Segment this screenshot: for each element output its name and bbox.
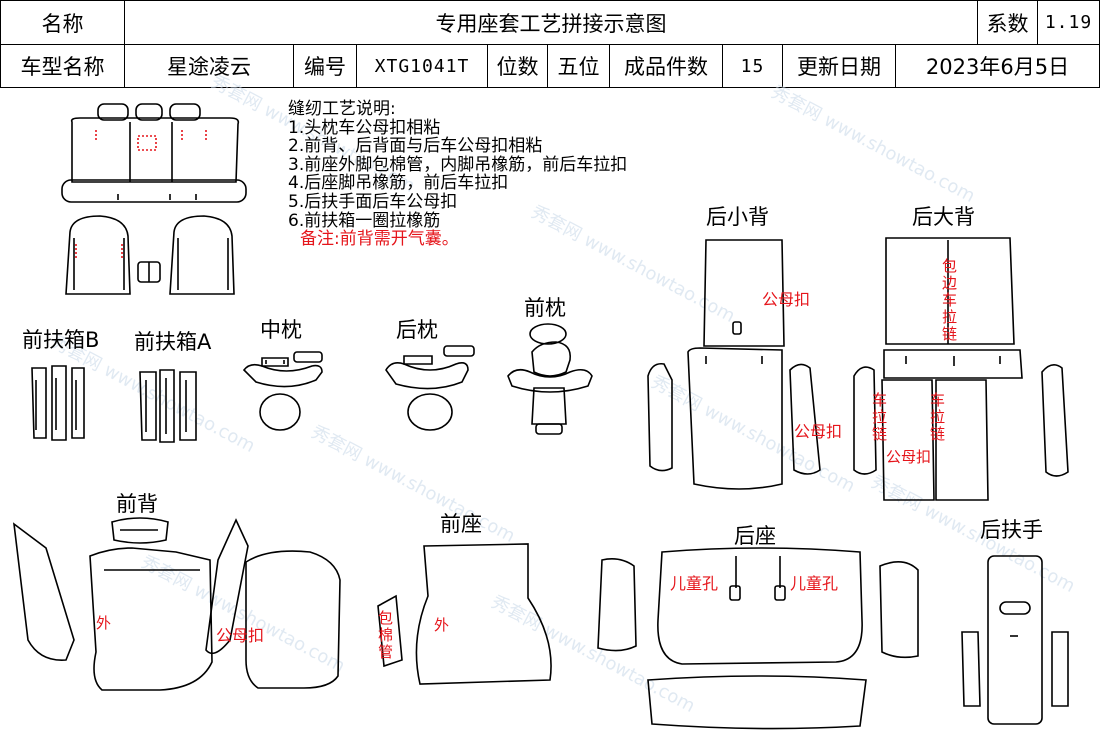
label-rear-seat: 后座 — [734, 524, 776, 548]
mid-pillow-pieces — [242, 351, 323, 431]
label-rear-pillow: 后枕 — [396, 318, 438, 342]
label-front-pillow: 前枕 — [524, 296, 566, 320]
annotation-edge-zipper: 包边车拉链 — [942, 257, 958, 343]
rear-bench-overview — [61, 103, 247, 203]
update-value: 2023年6月5日 — [895, 44, 1100, 88]
front-back-pieces — [12, 517, 341, 691]
label-front-back: 前背 — [116, 492, 158, 516]
model-value: 星途凌云 — [124, 44, 294, 88]
spec-table: 名称 专用座套工艺拼接示意图 系数 1.19 车型名称 星途凌云 编号 XTG1… — [0, 0, 1100, 88]
label-rear-armrest: 后扶手 — [980, 518, 1043, 542]
note-item: 6.前扶箱一圈拉橡筋 — [288, 210, 441, 231]
annotation-child-hole: 儿童孔 — [670, 574, 719, 593]
annotation-zipper: 车拉链 — [930, 391, 946, 443]
note-item: 5.后扶手面后车公母扣 — [288, 191, 458, 212]
rear-seat-pieces — [597, 547, 919, 730]
annotation-snap: 公母扣 — [886, 448, 932, 466]
label-mid-pillow: 中枕 — [260, 318, 302, 342]
note-item: 2.前背、后背面与后车公母扣相粘 — [288, 136, 543, 157]
front-seat-pieces — [377, 543, 552, 685]
notes-heading: 缝纫工艺说明: — [288, 99, 396, 119]
rear-armrest-pieces — [961, 555, 1069, 725]
update-label: 更新日期 — [782, 44, 896, 88]
coef-label: 系数 — [977, 0, 1038, 45]
front-box-a-pieces — [139, 369, 197, 443]
front-pillow-pieces — [507, 323, 593, 435]
label-front-box-b: 前扶箱B — [22, 328, 100, 352]
annotation-snap: 公母扣 — [762, 290, 811, 309]
notes-remark: 备注:前背需开气囊。 — [300, 229, 459, 250]
seats-value: 五位 — [547, 44, 610, 88]
label-rear-small-back: 后小背 — [706, 205, 769, 229]
front-seats-overview — [65, 215, 235, 295]
annotation-child-hole: 儿童孔 — [790, 574, 839, 593]
label-front-box-a: 前扶箱A — [134, 330, 212, 354]
note-item: 1.头枕车公母扣相粘 — [288, 117, 441, 138]
rear-small-back-pieces — [647, 239, 821, 490]
annotation-cotton-tube: 包棉管 — [378, 609, 394, 661]
sewing-notes: 缝纫工艺说明: 1.头枕车公母扣相粘 2.前背、后背面与后车公母扣相粘 3.前座… — [288, 100, 627, 249]
note-item: 4.后座脚吊橡筋，前后车拉扣 — [288, 173, 509, 194]
annotation-outer: 外 — [96, 614, 112, 632]
code-label: 编号 — [293, 44, 357, 88]
annotation-snap: 公母扣 — [216, 626, 265, 645]
rear-pillow-pieces — [385, 345, 475, 431]
annotation-outer: 外 — [434, 616, 450, 634]
annotation-snap: 公母扣 — [794, 422, 843, 441]
rear-big-back-pieces — [853, 237, 1069, 501]
label-rear-big-back: 后大背 — [912, 205, 975, 229]
front-box-b-pieces — [31, 365, 85, 441]
annotation-zipper: 车拉链 — [872, 391, 888, 443]
note-item: 3.前座外脚包棉管，内脚吊橡筋，前后车拉扣 — [288, 154, 628, 175]
label-front-seat: 前座 — [440, 512, 482, 536]
